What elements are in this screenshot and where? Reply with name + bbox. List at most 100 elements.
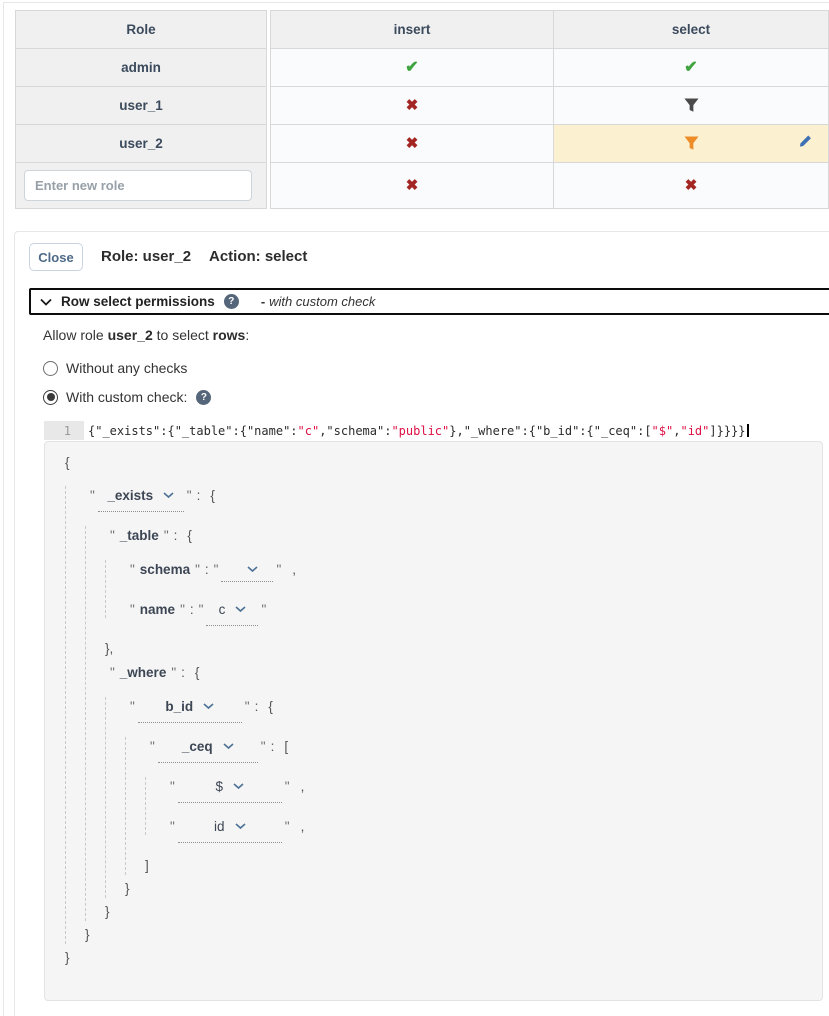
open-brace: { (268, 698, 273, 714)
quote: " (110, 527, 115, 543)
permissions-role-column: Role admin user_1 user_2 (15, 10, 267, 209)
user-2-select-cell-active[interactable] (554, 125, 828, 162)
name-value-dropdown[interactable]: c (206, 602, 259, 626)
new-role-input[interactable] (24, 170, 252, 201)
arg1-dropdown[interactable]: $ (177, 779, 282, 803)
custom-check-code-editor[interactable]: 1 {"_exists":{"_table":{"name":"c","sche… (44, 421, 829, 440)
colon: : (181, 664, 185, 680)
user-2-insert-cell[interactable]: ✖ (271, 125, 554, 162)
quote: " (186, 487, 192, 503)
admin-select-cell[interactable]: ✔ (554, 49, 828, 86)
new-role-select-cell[interactable]: ✖ (554, 163, 828, 208)
chevron-down-icon (163, 491, 174, 498)
name-key: name (139, 601, 176, 617)
quote: " (171, 664, 177, 680)
where-key: _where (119, 664, 167, 680)
code-line-number: 1 (44, 421, 84, 440)
exists-operator-dropdown[interactable]: _exists (97, 488, 184, 512)
role-column-header: Role (16, 11, 266, 49)
role-name-user-1: user_1 (16, 87, 266, 125)
code-content[interactable]: {"_exists":{"_table":{"name":"c","schema… (84, 421, 829, 440)
check-icon: ✔ (684, 58, 698, 76)
tree-level-3: " schema " : " " , " name (105, 560, 822, 626)
radio-checked-icon (43, 389, 58, 405)
tree-level-4: " _ceq " : [ " (125, 737, 822, 875)
json-builder-tree: { " _exists " : { " _table " : { (44, 441, 823, 1001)
section-title: Row select permissions (61, 294, 215, 309)
filter-icon (683, 98, 699, 113)
arg2-row: " id " , (165, 817, 822, 843)
close-where-brace: } (105, 904, 110, 919)
schema-value-dropdown[interactable] (221, 565, 274, 582)
permission-editor-panel: Close Role: user_2 Action: select Row se… (14, 231, 829, 1016)
user-1-select-cell[interactable] (554, 87, 828, 124)
role-name-user-2: user_2 (16, 125, 266, 163)
quote: " (284, 818, 290, 834)
permissions-row-user-1: ✖ (271, 87, 828, 125)
help-icon[interactable]: ? (223, 294, 239, 309)
table-key: _table (119, 527, 159, 543)
radio-label: Without any checks (66, 360, 188, 376)
colon: : (196, 487, 201, 503)
permissions-actions-table: insert select ✔ ✔ ✖ ✖ (270, 10, 829, 209)
edit-pencil-icon[interactable] (798, 134, 812, 153)
operator-dropdown[interactable]: _ceq (157, 739, 258, 763)
open-brace: { (194, 664, 200, 680)
schema-key: schema (139, 561, 191, 577)
exists-row: " _exists " : { (85, 486, 822, 512)
quote: " (261, 601, 267, 617)
quote: " (244, 698, 250, 714)
close-root-brace: } (65, 950, 70, 965)
new-role-insert-cell[interactable]: ✖ (271, 163, 554, 208)
quote: " (276, 561, 282, 577)
allow-role-text: Allow role user_2 to select rows: (43, 327, 250, 343)
radio-with-custom-check[interactable]: With custom check: ? (43, 389, 212, 405)
quote: " (195, 561, 200, 577)
radio-label: With custom check: (66, 389, 188, 405)
quote: " (163, 527, 169, 543)
close-button[interactable]: Close (29, 243, 83, 271)
tree-level-5: " $ " , " id (145, 777, 822, 843)
column-row: " b_id " : { (125, 697, 822, 723)
name-row: " name " : " c " (125, 600, 822, 626)
quote: " (180, 601, 185, 617)
permissions-row-admin: ✔ ✔ (271, 49, 828, 87)
user-1-insert-cell[interactable]: ✖ (271, 87, 554, 124)
quote: " (90, 487, 95, 503)
close-exists-brace: } (85, 927, 90, 942)
admin-insert-cell[interactable]: ✔ (271, 49, 554, 86)
quote: " (198, 601, 204, 617)
chevron-down-icon (247, 565, 258, 572)
row-select-permissions-header[interactable]: Row select permissions ? -with custom ch… (29, 288, 829, 315)
quote: " (213, 561, 219, 577)
comma: , (292, 561, 297, 577)
quote: " (130, 561, 135, 577)
quote: " (150, 738, 155, 754)
text-caret (746, 424, 749, 437)
cross-icon: ✖ (405, 97, 419, 114)
radio-without-any-checks[interactable]: Without any checks (43, 360, 187, 376)
chevron-down-icon (235, 822, 246, 829)
quote: " (130, 698, 135, 714)
chevron-down-icon (233, 782, 244, 789)
editor-action-label: Action: select (209, 248, 308, 265)
tree-level-2: " _table " : { " schema " : " (85, 526, 822, 921)
chevron-down-icon (223, 742, 234, 749)
arg1-row: " $ " , (165, 777, 822, 803)
help-icon[interactable]: ? (196, 389, 212, 405)
column-dropdown[interactable]: b_id (137, 699, 242, 723)
new-role-row (16, 163, 266, 208)
section-status: -with custom check (260, 294, 376, 309)
arg2-dropdown[interactable]: id (177, 819, 282, 843)
tree-level-1: " _exists " : { " _table " : { (65, 486, 822, 944)
radio-unchecked-icon (43, 360, 58, 376)
close-table-brace: }, (105, 641, 114, 656)
quote: " (284, 778, 290, 794)
open-bracket: [ (284, 738, 289, 754)
cross-icon: ✖ (684, 177, 698, 194)
cross-icon: ✖ (405, 135, 419, 152)
permissions-row-new-role: ✖ ✖ (271, 163, 828, 208)
quote: " (170, 818, 175, 834)
colon: : (254, 698, 259, 714)
table-key-row: " _table " : { (105, 526, 822, 544)
